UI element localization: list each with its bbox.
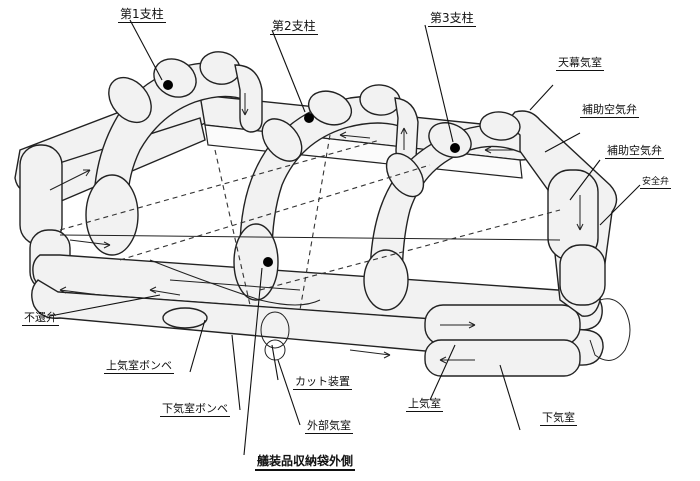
front-tubes	[31, 254, 604, 377]
right-side-tubes	[508, 110, 631, 361]
label-pillar-1: 第1支柱	[118, 7, 166, 23]
label-lower-cylinder: 下気室ボンベ	[160, 402, 230, 417]
label-check-valve: 不還弁	[22, 311, 59, 326]
label-equipment-bag: 艤装品収納袋外側	[255, 454, 356, 471]
leader-lines	[49, 19, 641, 456]
pillar-1-arch	[85, 51, 263, 256]
label-aux-valve-1: 補助空気弁	[580, 103, 639, 118]
label-pillar-2: 第2支柱	[270, 19, 318, 35]
label-outer-chamber: 外部気室	[305, 419, 353, 434]
label-aux-valve-2: 補助空気弁	[605, 144, 664, 159]
label-upper-cylinder: 上気室ボンベ	[104, 359, 174, 374]
pillar-3-arch	[363, 111, 521, 311]
label-pillar-3: 第3支柱	[428, 11, 476, 27]
label-safety-valve: 安全弁	[640, 177, 672, 189]
label-upper-chamber: 上気室	[406, 397, 443, 412]
flow-arrows	[49, 93, 584, 364]
label-cutter: カット装置	[293, 375, 352, 390]
floor-lines	[59, 134, 561, 361]
label-canopy-chamber: 天幕気室	[556, 56, 604, 71]
label-lower-chamber: 下気室	[540, 411, 577, 426]
